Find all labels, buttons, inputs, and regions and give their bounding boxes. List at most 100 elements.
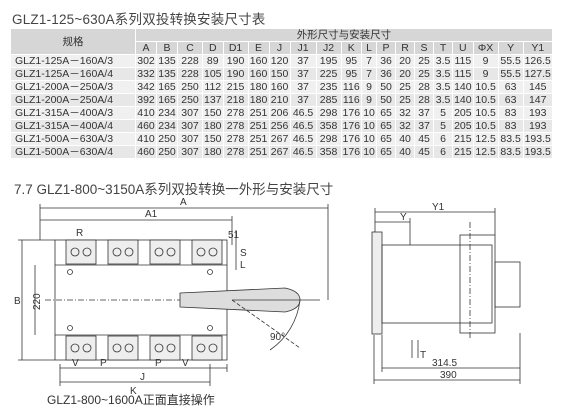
column-header: Y (497, 41, 524, 55)
label-Y: Y (400, 212, 407, 223)
value-cell: 140 (452, 80, 474, 94)
value-cell: 36 (376, 54, 397, 68)
value-cell: 32 (395, 106, 416, 120)
label-V-left: V (72, 358, 79, 369)
value-cell: 115 (452, 67, 474, 81)
value-cell: 10.5 (472, 93, 499, 107)
value-cell: 9 (361, 93, 378, 107)
label-P-1: P (100, 358, 107, 369)
value-cell: 3.5 (433, 93, 454, 107)
model-cell: GLZ1-125A－160A/4 (10, 67, 136, 81)
operating-handle (179, 287, 320, 351)
column-header: D1 (222, 41, 249, 55)
label-R: R (76, 228, 83, 239)
value-cell: 12.5 (472, 145, 499, 159)
drawing-caption: GLZ1-800~1600A正面直接操作 (47, 393, 215, 407)
value-cell: 150 (202, 106, 224, 120)
value-cell: 5 (433, 119, 454, 133)
value-cell: 115 (452, 54, 474, 68)
value-cell: 55.5 (497, 54, 524, 68)
value-cell: 392 (135, 93, 157, 107)
value-cell: 3.5 (433, 54, 454, 68)
value-cell: 6 (433, 145, 454, 159)
drawing-labels: A A1 R S L 51 B 220 90° V P P V J K Y Y1… (14, 197, 457, 397)
label-angle: 90° (270, 332, 285, 343)
value-cell: 278 (222, 106, 249, 120)
bottom-terminals (65, 335, 223, 361)
value-cell: 3.5 (433, 67, 454, 81)
value-cell: 46.5 (289, 145, 317, 159)
value-cell: 250 (177, 93, 203, 107)
model-cell: GLZ1-315A－400A/3 (10, 106, 136, 120)
value-cell: 10.5 (472, 106, 499, 120)
value-cell: 6 (433, 132, 454, 146)
value-cell: 45 (414, 145, 435, 159)
value-cell: 218 (222, 93, 249, 107)
value-cell: 10 (361, 145, 378, 159)
value-cell: 135 (156, 54, 178, 68)
value-cell: 180 (247, 80, 270, 94)
value-cell: 116 (340, 93, 363, 107)
value-cell: 36 (376, 67, 397, 81)
column-header: S (414, 41, 435, 55)
value-cell: 225 (315, 67, 342, 81)
value-cell: 215 (452, 132, 474, 146)
label-390: 390 (440, 370, 457, 381)
column-header: K (340, 41, 363, 55)
value-cell: 140 (452, 93, 474, 107)
value-cell: 251 (247, 119, 270, 133)
value-cell: 193 (522, 106, 553, 120)
label-S: S (240, 248, 247, 259)
value-cell: 228 (177, 67, 203, 81)
label-T: T (420, 350, 426, 361)
value-cell: 460 (135, 145, 157, 159)
value-cell: 298 (315, 132, 342, 146)
label-P-2: P (155, 358, 162, 369)
value-cell: 307 (177, 132, 203, 146)
value-cell: 12.5 (472, 132, 499, 146)
value-cell: 165 (156, 80, 178, 94)
value-cell: 180 (202, 145, 224, 159)
column-header: P (376, 41, 397, 55)
column-header: A (135, 41, 157, 55)
value-cell: 46.5 (289, 119, 317, 133)
label-J: J (140, 372, 145, 383)
model-cell: GLZ1-500A－630A/3 (10, 132, 136, 146)
value-cell: 37 (289, 54, 317, 68)
value-cell: 127.5 (522, 67, 553, 81)
column-header: L (361, 41, 378, 55)
value-cell: 150 (268, 67, 291, 81)
value-cell: 40 (395, 132, 416, 146)
value-cell: 28 (414, 93, 435, 107)
value-cell: 358 (315, 145, 342, 159)
value-cell: 176 (340, 132, 363, 146)
value-cell: 190 (222, 67, 249, 81)
value-cell: 251 (247, 145, 270, 159)
value-cell: 342 (135, 80, 157, 94)
value-cell: 302 (135, 54, 157, 68)
value-cell: 9 (361, 80, 378, 94)
label-V-right: V (182, 358, 189, 369)
section-subtitle: 7.7 GLZ1-800~3150A系列双投转换一外形与安装尺寸 (14, 182, 334, 197)
value-cell: 95 (340, 54, 363, 68)
value-cell: 112 (202, 80, 224, 94)
value-cell: 160 (268, 80, 291, 94)
value-cell: 278 (222, 119, 249, 133)
label-220: 220 (32, 293, 43, 310)
model-cell: GLZ1-315A－400A/4 (10, 119, 136, 133)
page-title: GLZ1-125~630A系列双投转换安装尺寸表 (12, 12, 266, 27)
value-cell: 180 (202, 119, 224, 133)
value-cell: 176 (340, 119, 363, 133)
value-cell: 65 (376, 145, 397, 159)
value-cell: 37 (289, 80, 317, 94)
value-cell: 215 (452, 145, 474, 159)
value-cell: 37 (289, 93, 317, 107)
column-header: D (202, 41, 224, 55)
